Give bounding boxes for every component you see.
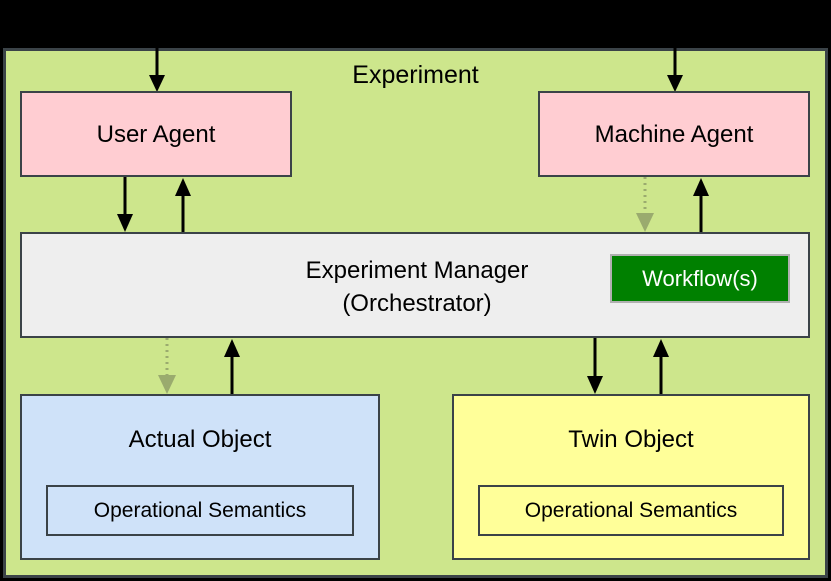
experiment-manager-line1: Experiment Manager <box>305 257 529 284</box>
node-user-agent[interactable]: User Agent <box>20 91 292 177</box>
twin-object-operational-semantics[interactable]: Operational Semantics <box>478 485 784 536</box>
arrow-user-agent-to-manager <box>114 177 136 233</box>
actual-object-label: Actual Object <box>128 426 272 453</box>
experiment-title: Experiment <box>352 61 479 89</box>
node-machine-agent[interactable]: Machine Agent <box>538 91 810 177</box>
experiment-manager-line2: (Orchestrator) <box>342 290 492 317</box>
actual-object-sub-label: Operational Semantics <box>93 498 307 522</box>
arrow-machine-agent-to-manager <box>634 177 656 233</box>
arrow-twin-object-to-manager <box>650 338 672 395</box>
twin-object-label: Twin Object <box>568 426 694 453</box>
arrow-manager-to-user-agent <box>172 177 194 233</box>
actual-object-operational-semantics[interactable]: Operational Semantics <box>46 485 354 536</box>
arrow-external-to-user-agent <box>146 46 168 93</box>
experiment-manager-label: Experiment Manager (Orchestrator) <box>22 234 812 340</box>
arrow-actual-object-to-manager <box>221 338 243 395</box>
node-twin-object[interactable]: Twin Object Operational Semantics <box>452 394 810 560</box>
user-agent-label: User Agent <box>96 120 216 148</box>
arrow-manager-to-actual-object <box>156 338 178 395</box>
machine-agent-label: Machine Agent <box>594 120 754 148</box>
node-workflows[interactable]: Workflow(s) <box>610 254 790 303</box>
twin-object-sub-label: Operational Semantics <box>524 498 738 522</box>
arrow-manager-to-twin-object <box>584 338 606 395</box>
arrow-external-to-machine-agent <box>664 46 686 93</box>
arrow-manager-to-machine-agent <box>690 177 712 233</box>
workflow-label: Workflow(s) <box>642 265 758 291</box>
node-actual-object[interactable]: Actual Object Operational Semantics <box>20 394 380 560</box>
